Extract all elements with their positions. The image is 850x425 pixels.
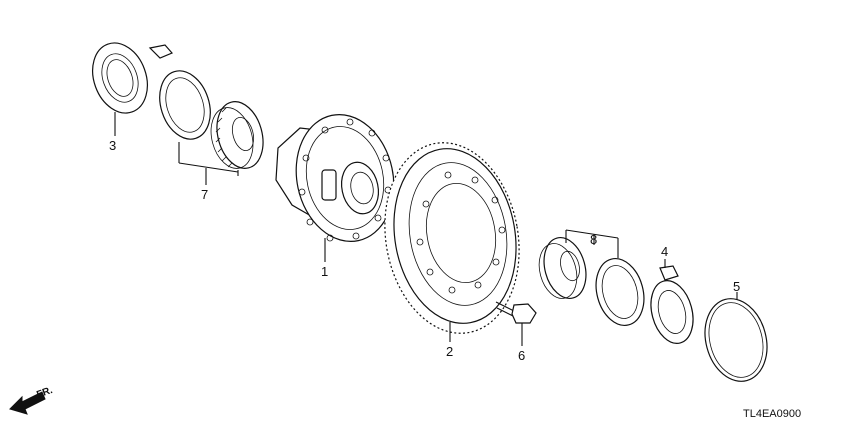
callout-5: 5 [733, 279, 740, 294]
callout-4: 4 [661, 244, 668, 259]
leader-lines [114, 112, 738, 346]
part-4-shim[interactable] [644, 265, 699, 348]
part-8-bearing-set[interactable] [533, 233, 651, 331]
gear-bolt-holes [416, 171, 506, 294]
callout-7: 7 [201, 187, 208, 202]
part-5-snap-ring[interactable] [696, 292, 776, 389]
callout-3: 3 [109, 138, 116, 153]
part-7-bearing-set[interactable] [151, 64, 270, 173]
direction-label: FR. [35, 385, 54, 401]
diagram-code: TL4EA0900 [743, 408, 801, 420]
part-6-bolt[interactable] [495, 301, 537, 324]
callout-1: 1 [321, 264, 328, 279]
callout-2: 2 [446, 344, 453, 359]
part-1-differential-case[interactable] [275, 105, 405, 250]
callout-6: 6 [518, 348, 525, 363]
part-3-seal-plate[interactable] [83, 35, 174, 120]
bearing-rollers [215, 107, 233, 168]
callout-8: 8 [590, 232, 597, 247]
part-2-ring-gear[interactable] [370, 132, 533, 344]
front-direction-arrow: FR. [9, 385, 54, 415]
